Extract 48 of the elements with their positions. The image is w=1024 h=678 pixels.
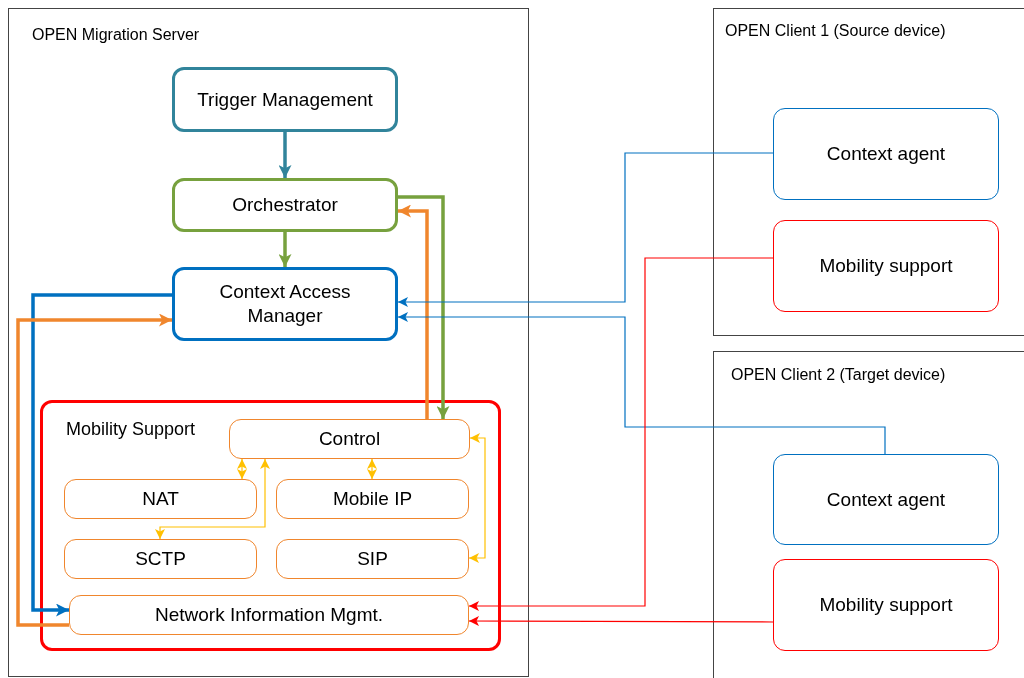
connector-arrow — [468, 257, 774, 611]
connector-arrow — [16, 313, 172, 627]
module-label: Context Access Manager — [218, 280, 352, 328]
connector-arrow — [397, 152, 774, 307]
module-label: SCTP — [134, 547, 187, 571]
device-frame — [713, 8, 1024, 336]
module-box — [69, 595, 469, 635]
connector-arrow — [468, 616, 774, 627]
device-frame — [713, 351, 1024, 678]
device-frame — [8, 8, 529, 677]
connector-arrow — [398, 204, 429, 419]
frame-title: Mobility Support — [66, 419, 196, 440]
connector-arrow — [397, 312, 886, 455]
module-box — [773, 454, 999, 545]
module-box — [64, 479, 257, 519]
module-label: Orchestrator — [231, 193, 339, 217]
module-box — [64, 539, 257, 579]
connector-arrow — [278, 132, 292, 178]
module-label: Context agent — [825, 142, 947, 166]
module-label: Context agent — [825, 487, 947, 512]
frame-title: OPEN Migration Server — [32, 26, 200, 44]
frame-title: OPEN Client 2 (Target device) — [731, 366, 946, 384]
module-box — [773, 108, 999, 200]
connector-arrow — [237, 458, 247, 480]
module-label: SIP — [356, 547, 389, 571]
module-box — [172, 178, 398, 232]
module-box — [773, 559, 999, 651]
module-label: Network Information Mgmt. — [153, 603, 385, 627]
connector-arrow — [155, 458, 270, 540]
module-label: Mobile IP — [331, 487, 414, 511]
module-box — [229, 419, 470, 459]
connector-arrow — [468, 433, 486, 563]
module-label: Trigger Management — [196, 87, 374, 112]
module-group — [40, 400, 501, 651]
connector-arrow — [278, 232, 292, 267]
frame-title: OPEN Client 1 (Source device) — [725, 22, 946, 40]
module-box — [172, 267, 398, 341]
connector-arrow — [367, 458, 377, 480]
module-box — [276, 479, 469, 519]
connector-arrow — [31, 293, 172, 617]
module-label: Control — [317, 427, 382, 451]
connector-arrow — [398, 195, 450, 419]
module-box — [276, 539, 469, 579]
module-label: Mobility support — [818, 593, 954, 617]
module-box — [172, 67, 398, 132]
module-label: NAT — [141, 487, 180, 511]
module-box — [773, 220, 999, 312]
module-label: Mobility support — [818, 254, 954, 278]
